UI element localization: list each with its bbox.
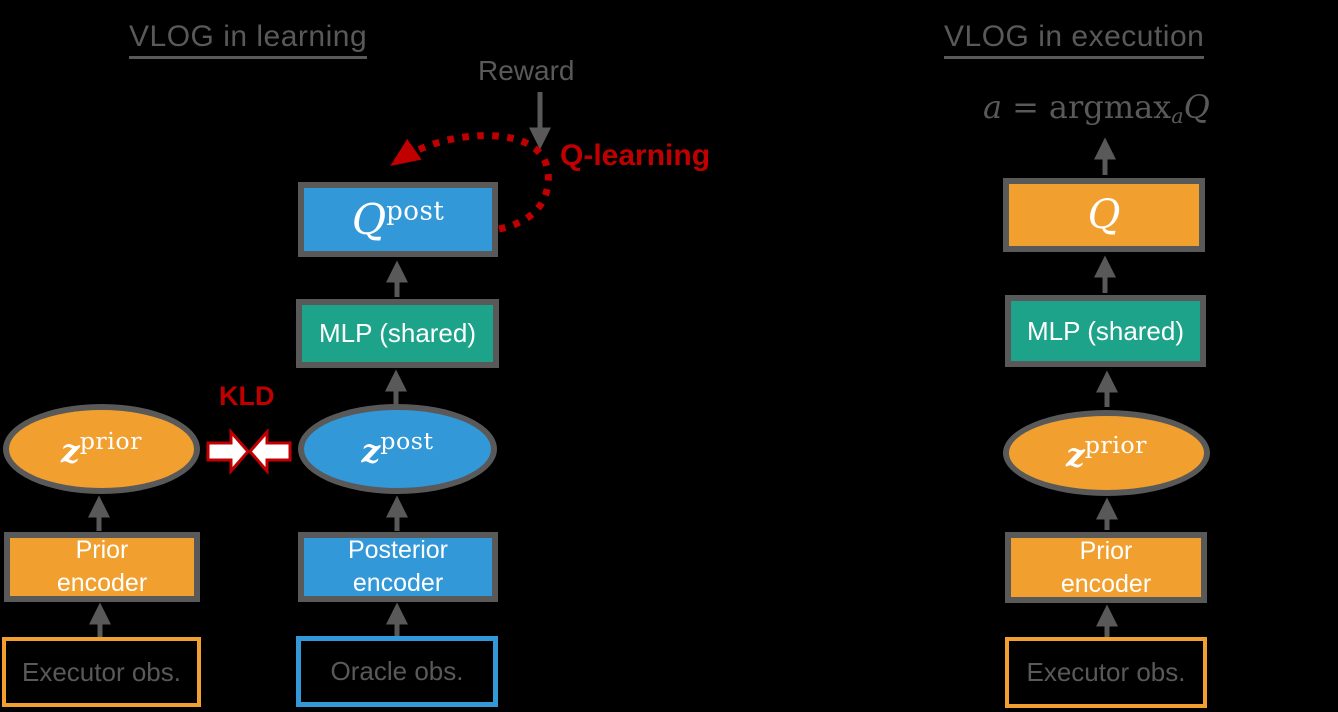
- kld-label: KLD: [219, 381, 275, 411]
- learning-title: VLOG in learning: [129, 20, 368, 59]
- q-post-box: Qpost: [298, 182, 498, 257]
- kld-arrow-right-icon: [206, 427, 250, 476]
- executor-obs-label-learning: Executor obs.: [22, 656, 181, 687]
- z-post-ellipse: zpost: [298, 404, 497, 494]
- prior-encoder-label: Prior encoder: [56, 536, 148, 597]
- z-prior-label: zprior: [60, 427, 143, 471]
- z-prior-ellipse-learning: zprior: [3, 404, 200, 494]
- q-learning-loop-arrow: [390, 132, 552, 233]
- z-prior-label-execution: zprior: [1065, 431, 1148, 475]
- posterior-encoder-box: Posterior encoder: [298, 532, 498, 602]
- mlp-shared-box-learning: MLP (shared): [296, 299, 499, 368]
- execution-title: VLOG in execution: [944, 20, 1205, 59]
- executor-obs-box-execution: Executor obs.: [1005, 637, 1207, 708]
- mlp-shared-box-execution: MLP (shared): [1005, 295, 1206, 367]
- posterior-encoder-label: Posterior encoder: [347, 536, 449, 597]
- kld-arrow-left-icon: [248, 427, 292, 476]
- prior-encoder-box-execution: Prior encoder: [1005, 532, 1207, 603]
- mlp-shared-label: MLP (shared): [318, 318, 477, 348]
- action-formula: a=argmaxaQ: [983, 88, 1210, 129]
- z-post-label: zpost: [361, 427, 434, 471]
- oracle-obs-box: Oracle obs.: [296, 636, 498, 707]
- mlp-shared-label-execution: MLP (shared): [1026, 315, 1185, 346]
- q-box-execution: Q: [1003, 178, 1205, 252]
- z-prior-ellipse-execution: zprior: [1003, 410, 1210, 496]
- q-learning-label: Q-learning: [560, 139, 711, 172]
- prior-encoder-label-execution: Prior encoder: [1060, 536, 1152, 598]
- q-box-label: Q: [1087, 192, 1121, 238]
- executor-obs-box-learning: Executor obs.: [2, 637, 201, 707]
- oracle-obs-label: Oracle obs.: [330, 656, 464, 686]
- q-post-box-label: Qpost: [351, 195, 445, 244]
- executor-obs-label-execution: Executor obs.: [1026, 657, 1186, 687]
- reward-label: Reward: [478, 55, 575, 86]
- prior-encoder-box-learning: Prior encoder: [4, 532, 200, 602]
